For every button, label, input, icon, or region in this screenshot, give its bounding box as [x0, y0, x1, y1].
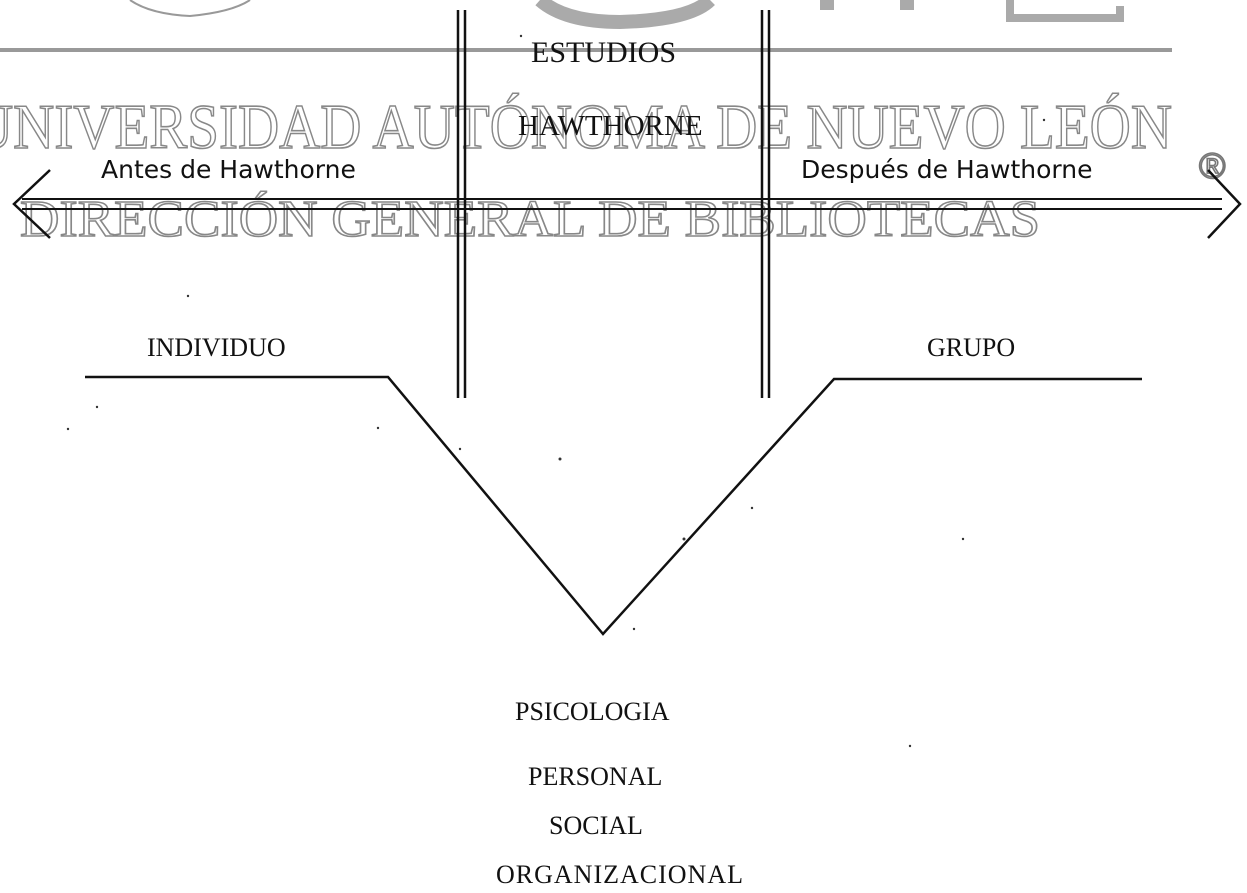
outcome-personal: PERSONAL — [528, 762, 663, 791]
right-arrow-label: Después de Hawthorne — [801, 155, 1093, 184]
scan-specks — [66, 34, 1046, 748]
hawthorne-boundaries — [456, 10, 771, 398]
arrowhead-right — [1207, 169, 1242, 239]
registered-mark: ® — [1199, 145, 1226, 186]
arrowhead-left — [12, 169, 51, 239]
left-branch-label: INDIVIDUO — [147, 333, 286, 362]
watermark-line-1: UNIVERSIDAD AUTÓNOMA DE NUEVO LEÓN — [0, 91, 1172, 162]
outcome-psicologia: PSICOLOGIA — [515, 697, 670, 726]
center-label-estudios: ESTUDIOS — [531, 36, 677, 69]
outcome-organizacional: ORGANIZACIONAL — [496, 860, 744, 889]
outcome-social: SOCIAL — [549, 811, 643, 840]
timeline-arrow — [12, 169, 1242, 239]
center-label-hawthorne: HAWTHORNE — [518, 110, 703, 142]
watermark-rule — [0, 48, 1172, 52]
left-arrow-label: Antes de Hawthorne — [101, 155, 356, 184]
right-branch-label: GRUPO — [927, 333, 1016, 362]
watermark-top-band — [0, 0, 1172, 52]
funnel-v-shape — [85, 375, 1142, 636]
